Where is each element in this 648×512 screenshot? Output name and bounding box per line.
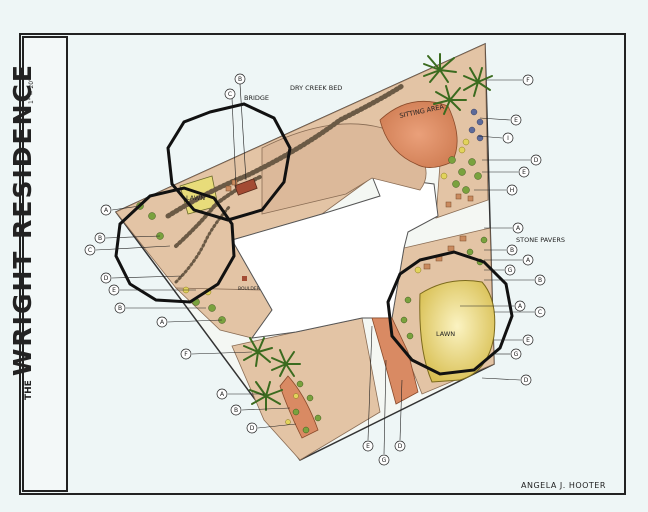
callout-markers bbox=[84, 73, 546, 466]
label-dry-creek-bed: DRY CREEK BED bbox=[290, 84, 342, 92]
callout-letter: D bbox=[104, 275, 109, 282]
callout-letter: E bbox=[112, 287, 116, 294]
tree-canopy-west bbox=[114, 186, 236, 304]
label-small-lawn: LAWN bbox=[186, 194, 205, 202]
planting-bed-southwest-terracotta bbox=[279, 375, 319, 439]
designer-signature: ANGELA J. HOOTER bbox=[521, 481, 606, 490]
callout-letter: A bbox=[518, 303, 523, 310]
tree-canopy-north bbox=[166, 102, 292, 222]
tree-canopies bbox=[114, 102, 514, 376]
stone-pavers bbox=[225, 179, 474, 270]
callout-letter: A bbox=[104, 207, 109, 214]
callout-letter: G bbox=[382, 457, 387, 464]
label-stone-pavers: STONE PAVERS bbox=[516, 236, 565, 244]
callout-letter: B bbox=[238, 76, 242, 83]
callout-letter: B bbox=[510, 247, 514, 254]
callout-letter: A bbox=[516, 225, 521, 232]
sheet-frame bbox=[19, 33, 626, 495]
label-boulder: BOULDER bbox=[238, 286, 260, 292]
callout-letter: A bbox=[160, 319, 165, 326]
label-bridge: BRIDGE bbox=[244, 94, 269, 102]
callout-letter: B bbox=[118, 305, 122, 312]
callout-letter: C bbox=[88, 247, 92, 254]
label-large-lawn: LAWN bbox=[436, 330, 455, 338]
callout-letter: G bbox=[514, 351, 519, 358]
callout-letter: D bbox=[524, 377, 529, 384]
callout-letter: C bbox=[228, 91, 232, 98]
callout-letter: B bbox=[98, 235, 102, 242]
accent-plantings bbox=[468, 108, 484, 142]
callout-letter: G bbox=[508, 267, 513, 274]
project-title: THE WRIGHT RESIDENCE bbox=[8, 20, 37, 400]
house-footprint bbox=[231, 175, 439, 339]
callout-letter: D bbox=[250, 425, 255, 432]
dry-creek-bed-branch-2 bbox=[174, 204, 232, 284]
callout-letter: E bbox=[522, 169, 526, 176]
callout-letter: E bbox=[526, 337, 530, 344]
callout-letter: E bbox=[514, 117, 518, 124]
callout-letter: F bbox=[526, 77, 530, 84]
tree-canopy-east bbox=[386, 250, 514, 376]
callout-letter: H bbox=[510, 187, 515, 194]
bridge bbox=[234, 178, 258, 196]
callout-letter: B bbox=[234, 407, 238, 414]
callout-letter: I bbox=[507, 135, 509, 142]
callout-letter: A bbox=[526, 257, 531, 264]
callout-letter: D bbox=[398, 443, 403, 450]
title-block bbox=[22, 36, 68, 492]
palm-trees bbox=[243, 53, 493, 411]
callout-letter: C bbox=[538, 309, 542, 316]
callout-leaders bbox=[95, 79, 534, 455]
project-title-prefix: THE bbox=[24, 380, 34, 400]
dry-creek-bed bbox=[165, 83, 405, 219]
callout-letter: B bbox=[538, 277, 542, 284]
callout-letters: F E I D E H B C A B C D E B A A B A G B … bbox=[88, 76, 542, 464]
callout-letter: D bbox=[534, 157, 539, 164]
callout-letter: E bbox=[366, 443, 370, 450]
boulder bbox=[242, 276, 247, 281]
planting-bed-south-terracotta bbox=[371, 317, 419, 405]
callout-letter: A bbox=[220, 391, 225, 398]
project-title-name: WRIGHT RESIDENCE bbox=[8, 63, 37, 377]
callout-letter: F bbox=[184, 351, 188, 358]
